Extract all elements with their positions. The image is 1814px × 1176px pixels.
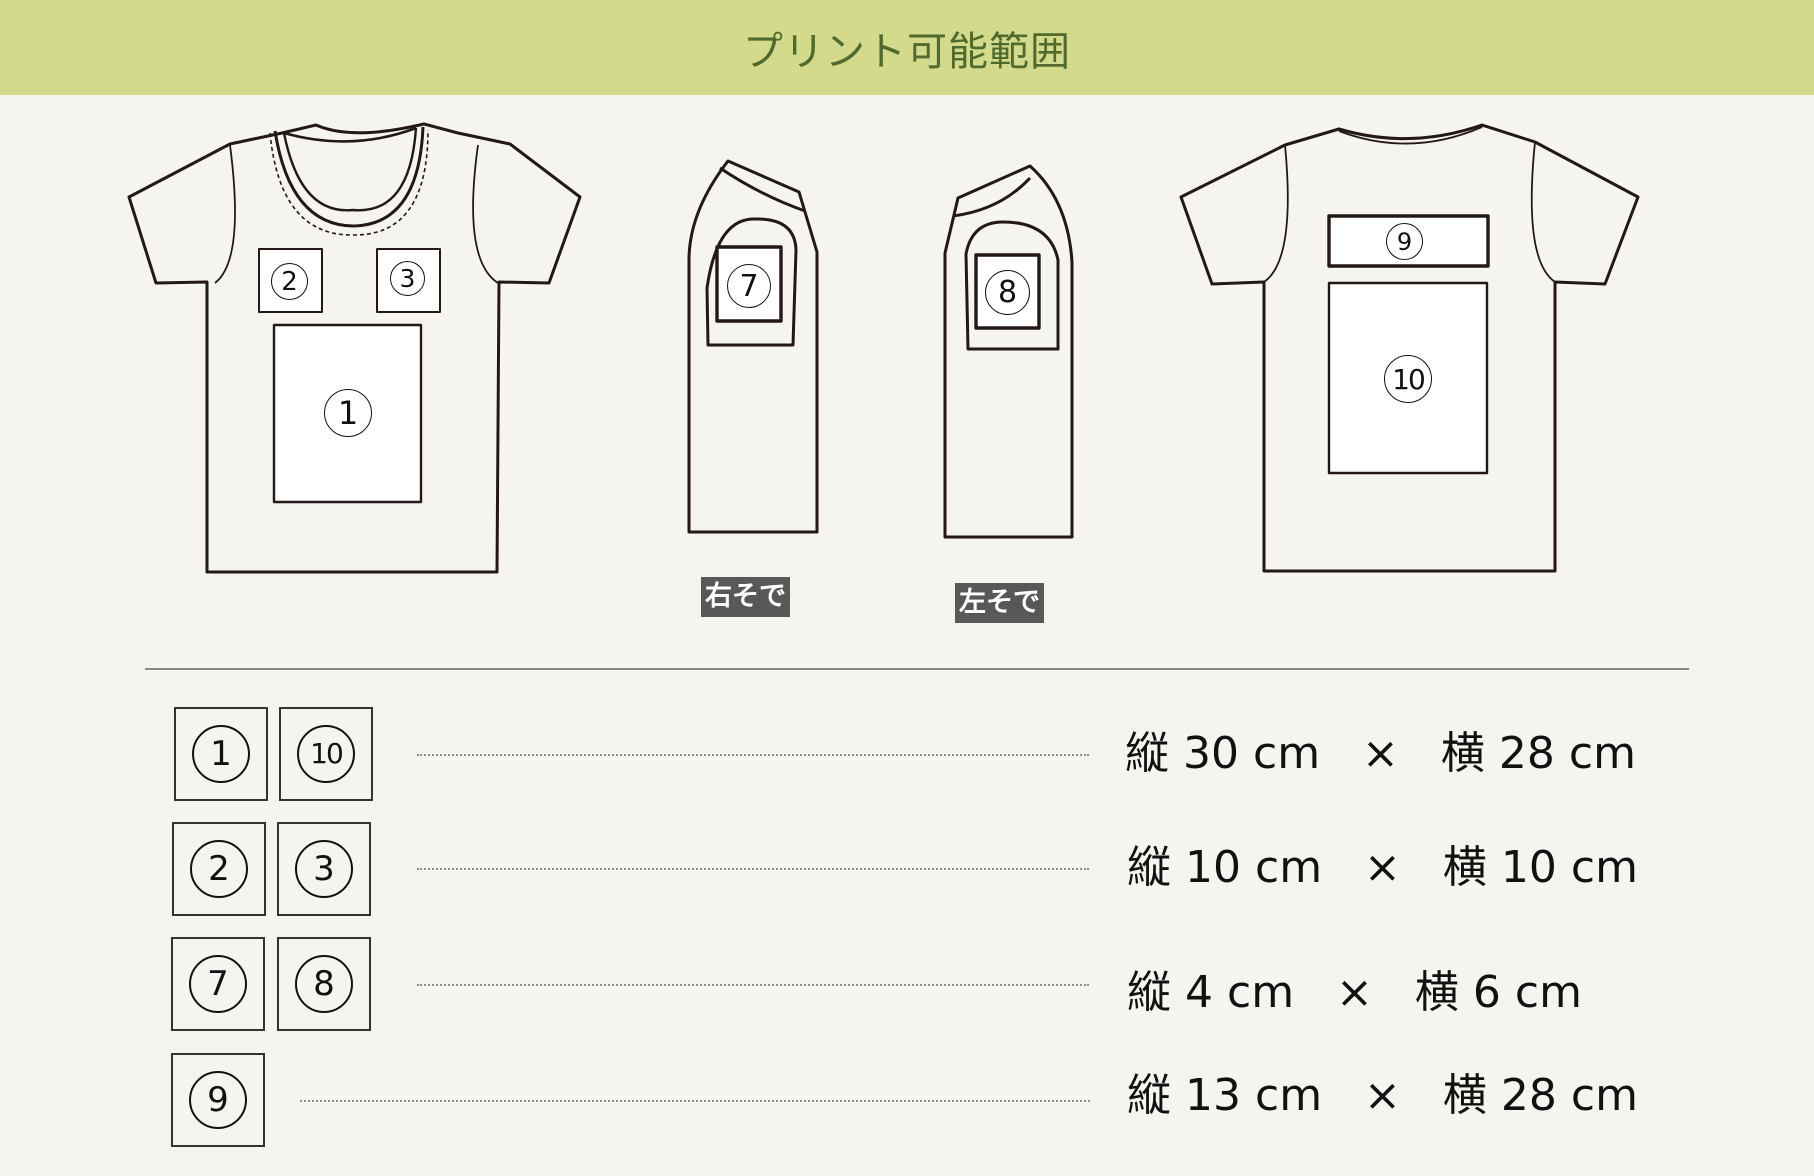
area-label-3: 3: [390, 261, 425, 296]
garment-diagram: [127, 122, 1640, 574]
times-symbol: ×: [1336, 967, 1373, 1018]
horizontal-label: 横: [1440, 728, 1485, 779]
area-label-9: 9: [1386, 223, 1423, 260]
page-title: プリント可能範囲: [743, 28, 1071, 75]
legend-number-7: 7: [189, 955, 247, 1013]
times-symbol: ×: [1364, 842, 1401, 893]
horizontal-value: 10: [1500, 842, 1557, 893]
unit: cm: [1514, 967, 1582, 1018]
legend-number-9: 9: [189, 1071, 247, 1129]
legend-number-3: 3: [295, 840, 353, 898]
vertical-value: 10: [1185, 842, 1241, 893]
legend-box-8: 8: [277, 937, 371, 1031]
vertical-value: 4: [1185, 967, 1213, 1018]
size-spec-row-1: 縦 30 cm × 横 28 cm: [1125, 717, 1636, 781]
unit: cm: [1570, 1070, 1638, 1121]
right-sleeve-illustration: [687, 159, 819, 534]
left-sleeve-illustration: [943, 164, 1074, 539]
size-spec-row-2: 縦 10 cm × 横 10 cm: [1127, 831, 1638, 895]
vertical-label: 縦: [1127, 842, 1171, 893]
horizontal-value: 6: [1472, 967, 1501, 1018]
section-divider: [145, 668, 1689, 670]
unit: cm: [1227, 967, 1295, 1018]
legend-box-1: 1: [174, 707, 268, 801]
legend-box-7: 7: [171, 937, 265, 1031]
horizontal-value: 28: [1500, 1070, 1557, 1121]
area-label-8: 8: [985, 270, 1030, 315]
vertical-value: 13: [1185, 1070, 1241, 1121]
leader-line: [417, 984, 1089, 986]
print-area-10: [1327, 281, 1489, 475]
header-band: プリント可能範囲: [0, 0, 1814, 95]
unit: cm: [1253, 728, 1321, 779]
right-sleeve-caption: 右そで: [701, 577, 790, 617]
legend-number-8: 8: [295, 955, 353, 1013]
times-symbol: ×: [1364, 1070, 1401, 1121]
size-spec-row-4: 縦 13 cm × 横 28 cm: [1127, 1059, 1638, 1123]
legend-box-2: 2: [172, 822, 266, 916]
vertical-label: 縦: [1127, 1070, 1171, 1121]
legend-number-10: 10: [297, 725, 355, 783]
unit: cm: [1255, 1070, 1323, 1121]
horizontal-value: 28: [1498, 728, 1555, 779]
legend-number-2: 2: [190, 840, 248, 898]
unit: cm: [1255, 842, 1323, 893]
times-symbol: ×: [1362, 728, 1399, 779]
left-sleeve-caption: 左そで: [955, 583, 1044, 623]
leader-line: [417, 754, 1089, 756]
leader-line: [300, 1100, 1090, 1102]
horizontal-label: 横: [1442, 842, 1487, 893]
legend-box-9: 9: [171, 1053, 265, 1147]
area-label-2: 2: [271, 263, 308, 300]
legend-box-10: 10: [279, 707, 373, 801]
area-label-7: 7: [727, 264, 771, 308]
unit: cm: [1568, 728, 1636, 779]
unit: cm: [1570, 842, 1638, 893]
area-label-1: 1: [324, 389, 372, 437]
horizontal-label: 横: [1414, 967, 1459, 1018]
vertical-label: 縦: [1127, 967, 1171, 1018]
leader-line: [417, 868, 1089, 870]
legend-box-3: 3: [277, 822, 371, 916]
vertical-label: 縦: [1125, 728, 1169, 779]
horizontal-label: 横: [1442, 1070, 1487, 1121]
legend-number-1: 1: [192, 725, 250, 783]
size-spec-row-3: 縦 4 cm × 横 6 cm: [1127, 956, 1582, 1020]
area-label-10: 10: [1384, 355, 1432, 403]
vertical-value: 30: [1183, 728, 1239, 779]
